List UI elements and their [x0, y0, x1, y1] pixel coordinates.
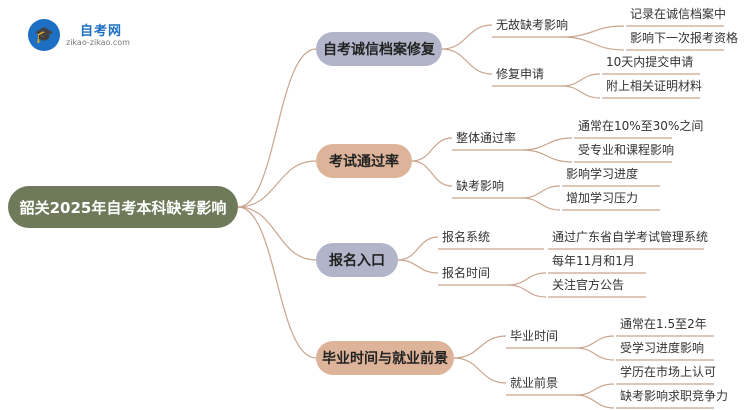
topic-pass-rate: 考试通过率 — [316, 144, 412, 178]
subtopic-leaf-link — [521, 197, 561, 211]
subtopic-repair-application: 修复申请 — [496, 67, 545, 81]
topic-subtopic-link — [411, 160, 453, 187]
leaf-item: 每年11月和1月 — [552, 254, 635, 268]
leaf-item: 通常在1.5至2年 — [620, 317, 707, 331]
leaf-item: 记录在诚信档案中 — [630, 7, 727, 21]
root-topic-link — [237, 206, 317, 261]
logo-name: 自考网 — [80, 24, 123, 39]
subtopic-registration-time: 报名时间 — [442, 266, 491, 280]
topic-subtopic-link — [441, 24, 493, 50]
topic-subtopic-link — [441, 48, 493, 75]
root-topic-link — [237, 206, 317, 359]
subtopic-leaf-link — [521, 149, 573, 163]
leaf-item: 关注官方公告 — [552, 278, 625, 292]
subtopic-overall-pass-rate: 整体通过率 — [456, 131, 517, 145]
subtopic-graduation-time: 毕业时间 — [510, 329, 559, 343]
leaf-item: 增加学习压力 — [566, 191, 639, 205]
logo-url: zikao-zikao.com — [66, 38, 130, 47]
graduation-cap-icon: 🎓 — [28, 19, 60, 51]
subtopic-leaf-link — [575, 394, 615, 409]
subtopic-absence-impact: 无故缺考影响 — [496, 18, 569, 32]
topic-subtopic-link — [397, 259, 439, 274]
topic-integrity-record: 自考诚信档案修复 — [316, 32, 442, 66]
topic-subtopic-link — [453, 335, 507, 359]
subtopic-absence-effect: 缺考影响 — [456, 179, 505, 193]
subtopic-leaf-link — [561, 73, 601, 87]
site-logo: 🎓 自考网 zikao-zikao.com — [28, 18, 148, 52]
subtopic-leaf-link — [561, 36, 625, 51]
leaf-item: 通常在10%至30%之间 — [578, 119, 704, 133]
subtopic-leaf-link — [521, 137, 573, 151]
subtopic-leaf-link — [521, 185, 561, 199]
leaf-item: 影响下一次报考资格 — [630, 31, 739, 45]
leaf-item: 通过广东省自学考试管理系统 — [552, 230, 709, 244]
leaf-item: 影响学习进度 — [566, 167, 639, 181]
leaf-item: 缺考影响求职竞争力 — [620, 389, 729, 403]
leaf-item: 10天内提交申请 — [606, 55, 694, 69]
leaf-item: 学历在市场上认可 — [620, 365, 717, 379]
subtopic-employment-prospects: 就业前景 — [510, 376, 559, 390]
subtopic-leaf-link — [575, 347, 615, 361]
root-topic-link — [237, 48, 317, 208]
topic-subtopic-link — [453, 357, 507, 384]
subtopic-leaf-link — [561, 25, 625, 38]
subtopic-leaf-link — [575, 335, 615, 349]
subtopic-leaf-link — [507, 272, 547, 286]
leaf-item: 附上相关证明材料 — [606, 79, 703, 93]
topic-registration-entry: 报名入口 — [316, 243, 398, 277]
topic-graduation-employment: 毕业时间与就业前景 — [316, 341, 454, 375]
leaf-item: 受专业和课程影响 — [578, 143, 675, 157]
root-topic-link — [237, 160, 317, 208]
subtopic-leaf-link — [561, 85, 601, 99]
subtopic-leaf-link — [507, 284, 547, 298]
subtopic-leaf-link — [575, 383, 615, 396]
topic-subtopic-link — [411, 137, 453, 162]
root-node: 韶关2025年自考本科缺考影响 — [8, 186, 238, 228]
topic-subtopic-link — [397, 236, 439, 261]
leaf-item: 受学习进度影响 — [620, 341, 705, 355]
subtopic-registration-system: 报名系统 — [442, 230, 491, 244]
